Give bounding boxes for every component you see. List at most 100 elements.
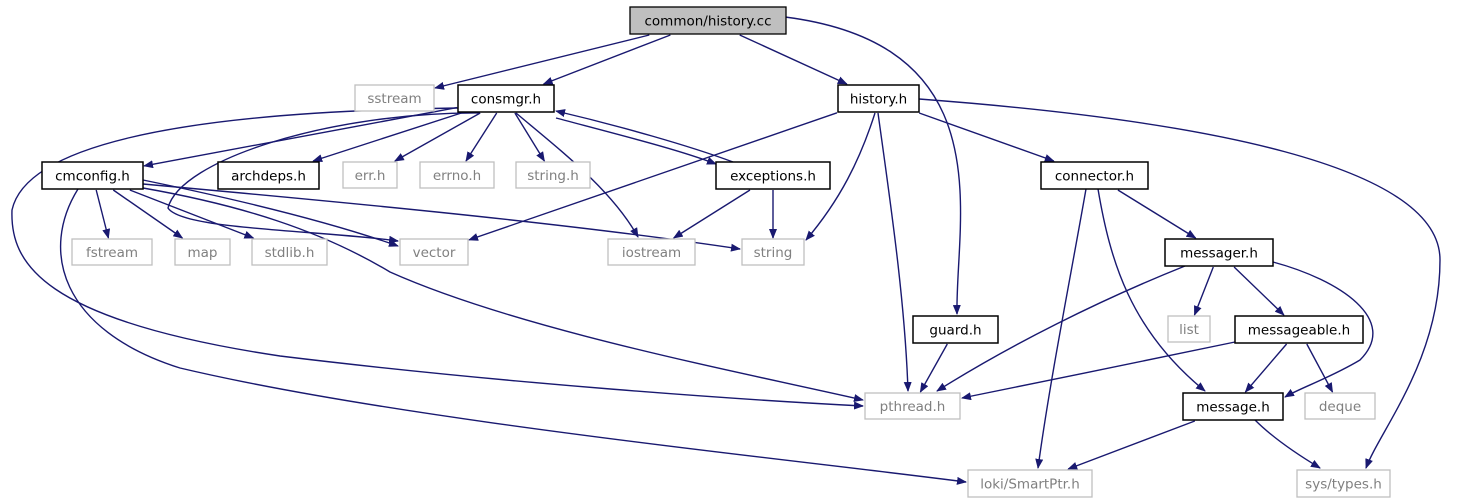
node-box [354,84,435,112]
node-label: deque [1319,399,1361,415]
edge-consmgr-h-to-string-h [514,112,545,162]
node-label: vector [413,245,456,261]
node-box [1182,392,1284,421]
node-box [174,238,231,266]
node-box [251,238,328,266]
edge-connector-h-to-message-h [1097,188,1206,392]
edge-consmgr-h-to-vector [167,112,481,244]
node-iostream: iostream [607,238,696,266]
node-stdlib-h: stdlib.h [251,238,328,266]
node-guard-h[interactable]: guard.h [912,315,999,344]
node-label: connector.h [1055,169,1134,185]
node-label: exceptions.h [730,169,816,185]
node-label: sstream [367,91,421,107]
node-sys-types-h: sys/types.h [1296,469,1391,498]
edge-cmconfig-h-to-string [142,183,741,252]
node-connector-h[interactable]: connector.h [1040,161,1149,190]
edge-history-cc-to-consmgr-h [542,34,671,85]
node-err-h: err.h [342,161,398,189]
edge-cmconfig-h-to-fstream [95,189,111,239]
node-box [1234,315,1364,344]
node-label: messageable.h [1248,323,1350,339]
node-box [71,238,153,266]
node-box [837,84,920,113]
node-box [1040,161,1149,190]
node-label: fstream [86,245,138,261]
edge-history-h-to-pthread-h [877,112,912,392]
node-label: archdeps.h [231,169,306,185]
edge-history-h-to-sys-types-h [918,98,1441,469]
nodes-layer: common/history.cc sstream consmgr.h history… [41,6,1391,498]
node-box [342,161,398,189]
edge-messageable-h-to-message-h [1244,343,1288,393]
node-box [41,161,144,190]
node-label: messager.h [1180,246,1258,262]
edges-layer [11,16,1441,485]
edge-cmconfig-h-to-pthread-h [142,187,864,402]
edge-history-h-to-connector-h [918,112,1055,162]
node-label: list [1179,322,1199,338]
node-errno-h: errno.h [419,161,495,189]
node-label: cmconfig.h [55,169,130,185]
node-deque: deque [1304,392,1376,420]
node-list: list [1167,315,1211,343]
edge-messager-h-to-list [1193,266,1214,316]
node-box [1164,238,1274,267]
node-label: errno.h [433,168,481,184]
node-cmconfig-h[interactable]: cmconfig.h [41,161,144,190]
edge-message-h-to-loki-smartptr-h [1067,420,1196,470]
node-label: pthread.h [880,399,946,415]
node-box [515,161,591,189]
edge-messager-h-to-messageable-h [1233,266,1285,316]
node-string: string [741,238,805,266]
node-vector: vector [399,238,469,266]
node-messageable-h[interactable]: messageable.h [1234,315,1364,344]
edge-cmconfig-h-to-map [112,189,184,239]
node-archdeps-h[interactable]: archdeps.h [217,161,320,190]
edge-connector-h-to-loki-smartptr-h [1035,188,1087,469]
edge-exceptions-h-to-iostream [672,189,751,239]
node-box [864,392,961,420]
node-box [1304,392,1376,420]
node-label: consmgr.h [471,92,541,108]
edge-history-cc-to-guard-h [784,16,962,315]
edge-consmgr-h-to-pthread-h [11,107,864,410]
edge-exceptions-h-to-consmgr-h [555,109,734,163]
node-box [741,238,805,266]
node-label: stdlib.h [265,245,315,261]
node-box [1296,469,1391,498]
edge-messageable-h-to-pthread-h [961,341,1236,401]
node-label: loki/SmartPtr.h [980,477,1080,493]
node-box [967,469,1093,498]
node-box [1167,315,1211,343]
node-label: history.h [850,92,907,108]
node-box [399,238,469,266]
node-consmgr-h[interactable]: consmgr.h [457,84,555,113]
node-label: common/history.cc [645,14,772,30]
edge-history-cc-to-sstream [434,34,650,90]
node-sstream: sstream [354,84,435,112]
node-label: string [754,245,793,261]
edge-consmgr-h-to-archdeps-h [312,112,462,163]
edge-messager-h-to-pthread-h [936,265,1186,392]
node-box [912,315,999,344]
node-label: map [188,245,218,261]
edge-cmconfig-h-to-loki-smartptr-h [59,188,967,485]
edge-history-cc-to-history-h [739,34,848,85]
node-history-h[interactable]: history.h [837,84,920,113]
node-label: iostream [622,245,681,261]
node-loki-smartptr-h: loki/SmartPtr.h [967,469,1093,498]
node-exceptions-h[interactable]: exceptions.h [715,161,831,190]
node-message-h[interactable]: message.h [1182,392,1284,421]
edge-consmgr-h-to-err-h [394,112,481,162]
node-box [607,238,696,266]
edge-message-h-to-sys-types-h [1254,419,1321,469]
node-map: map [174,238,231,266]
edge-connector-h-to-messager-h [1117,189,1197,239]
edge-messageable-h-to-deque [1306,343,1334,393]
node-messager-h[interactable]: messager.h [1164,238,1274,267]
node-box [419,161,495,189]
node-history-cc[interactable]: common/history.cc [629,6,787,35]
node-pthread-h: pthread.h [864,392,961,420]
